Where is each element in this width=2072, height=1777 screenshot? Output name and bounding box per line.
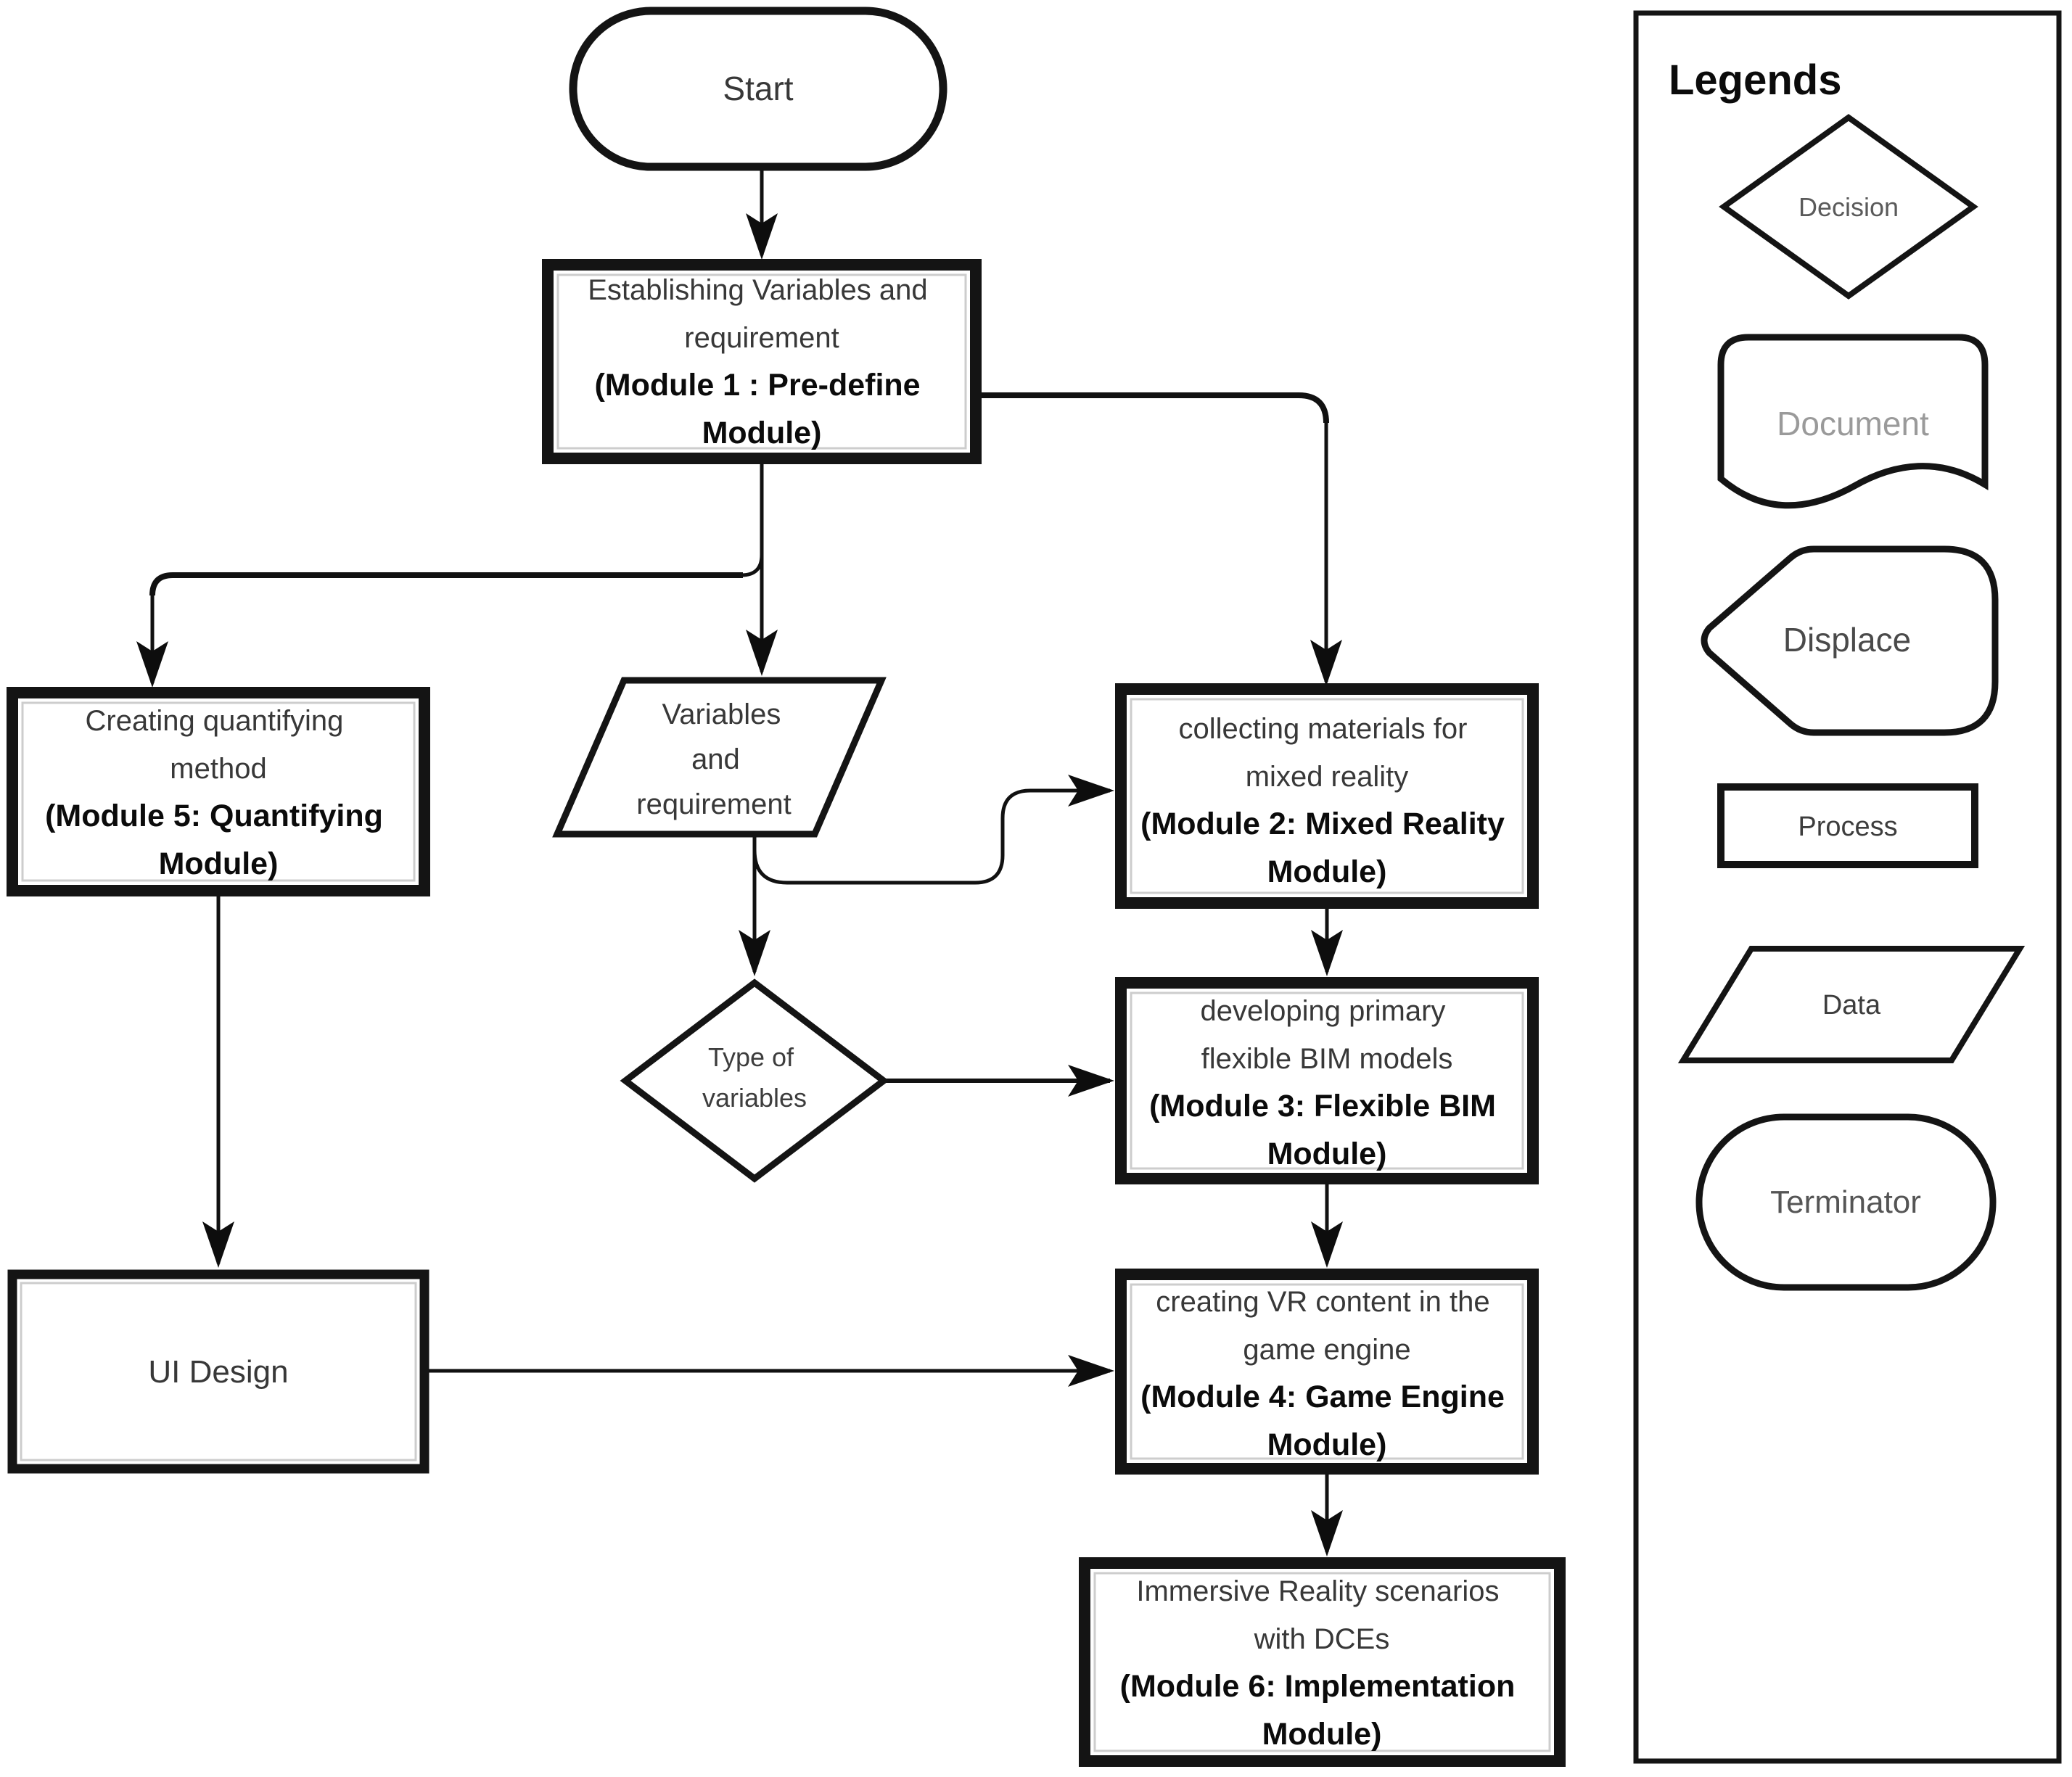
legend-title: Legends (1669, 57, 1842, 104)
legend-label-terminator: Terminator (1770, 1184, 1921, 1220)
type-of-variables-decision: Type of variables (620, 978, 889, 1183)
legend-label-displace: Displace (1783, 621, 1911, 659)
legend-item-process: Process (1717, 783, 1978, 868)
ui-design-shape (7, 1269, 429, 1474)
start-terminator-shape (569, 7, 947, 171)
decision-diamond-shape (620, 978, 889, 1183)
connector-variables-to-module2 (752, 775, 1114, 885)
legend-label-process: Process (1798, 812, 1897, 842)
module1-text: Establishing Variables and requirement (588, 274, 936, 354)
module3-text: developing primary flexible BIM models (1200, 995, 1453, 1075)
legend-panel: Legends Decision Document Displace Proce… (1633, 10, 2062, 1764)
module5-text: Creating quantifying method (86, 705, 352, 785)
module3-shape (1115, 977, 1539, 1184)
module4-text: creating VR content in the game engine (1156, 1286, 1497, 1366)
module1-bold-text: (Module 1 : Pre-define Module) (594, 368, 929, 450)
module4-shape (1115, 1269, 1539, 1475)
ui-design-label: UI Design (148, 1354, 288, 1390)
module3-bold-text: (Module 3: Flexible BIM Module) (1149, 1089, 1505, 1171)
module2-process-box: collecting materials for mixed reality (… (1115, 683, 1539, 909)
document-icon (1717, 334, 1989, 509)
legend-item-data: Data (1677, 946, 2026, 1063)
legend-label-document: Document (1777, 405, 1929, 442)
module6-shape (1079, 1557, 1566, 1767)
displace-icon (1701, 545, 1999, 736)
module2-bold-text: (Module 2: Mixed Reality Module) (1140, 807, 1513, 889)
legend-item-displace: Displace (1701, 545, 1999, 736)
start-label: Start (723, 70, 793, 107)
module2-shape (1115, 683, 1539, 909)
legend-item-decision: Decision (1719, 114, 1978, 300)
decision-text: Type of variables (702, 1042, 807, 1113)
module5-shape (7, 687, 430, 896)
legend-label-data: Data (1822, 990, 1881, 1021)
decision-diamond-icon (1719, 114, 1978, 300)
connectors (136, 168, 1343, 1557)
module6-text: Immersive Reality scenarios with DCEs (1136, 1575, 1507, 1655)
module4-process-box: creating VR content in the game engine (… (1115, 1269, 1539, 1475)
module1-shape (542, 259, 982, 464)
module1-process-box: Establishing Variables and requirement (… (542, 259, 982, 464)
connector-module1-right-elbow (976, 392, 1329, 424)
connector-branch-curve-right (741, 554, 764, 577)
module2-text: collecting materials for mixed reality (1178, 713, 1475, 793)
legend-panel-border (1633, 10, 2062, 1764)
variables-text: Variables and requirement (636, 698, 791, 820)
module4-bold-text: (Module 4: Game Engine Module) (1140, 1380, 1513, 1462)
module5-process-box: Creating quantifying method (Module 5: Q… (7, 687, 430, 896)
variables-data-parallelogram: Variables and requirement (552, 677, 887, 838)
legend-item-terminator: Terminator (1695, 1113, 1997, 1291)
data-parallelogram-icon (1677, 946, 2026, 1063)
process-rectangle-icon (1717, 783, 1978, 868)
legend-item-document: Document (1717, 334, 1989, 509)
ui-design-box: UI Design (7, 1269, 429, 1474)
module6-bold-text: (Module 6: Implementation Module) (1120, 1669, 1524, 1752)
start-terminator: Start (569, 7, 947, 171)
module5-bold-text: (Module 5: Quantifying Module) (45, 799, 392, 881)
legend-label-decision: Decision (1798, 192, 1899, 222)
module6-process-box: Immersive Reality scenarios with DCEs (M… (1079, 1557, 1566, 1767)
module3-process-box: developing primary flexible BIM models (… (1115, 977, 1539, 1184)
variables-parallelogram-shape (552, 677, 887, 838)
connector-branch-horizontal (149, 572, 743, 596)
terminator-stadium-icon (1695, 1113, 1997, 1291)
